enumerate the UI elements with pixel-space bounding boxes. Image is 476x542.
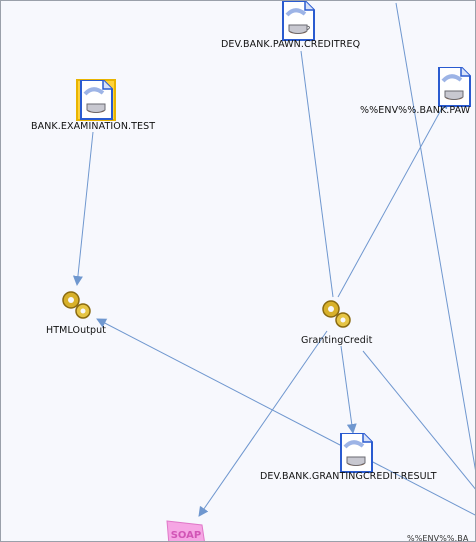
edge-grantingcredit-to-soap[interactable] [198,330,328,517]
node-label: GrantingCredit [301,335,373,346]
node-label: HTMLOutput [46,325,107,336]
node-label: DEV.BANK.GRANTINGCREDIT.RESULT [260,471,437,482]
edge-grantingcredit-to-env-pawn[interactable] [337,98,448,298]
node-label: BANK.EXAMINATION.TEST [31,121,156,132]
node-label: DEV.BANK.PAWN.CREDITREQ [221,39,361,50]
gears-icon [62,291,91,319]
queue-document-icon [340,433,373,473]
soap-label: SOAP [171,530,202,541]
node-label: %%ENV%%.BANK.PAW [360,105,471,116]
queue-document-icon [282,1,315,41]
edge-creditreq-to-grantingcredit[interactable] [300,50,334,298]
gears-icon [322,300,351,328]
edge-bottom-right-to-htmloutput[interactable] [96,318,476,516]
edge-grantingcredit-to-result[interactable] [340,345,357,434]
queue-document-icon [80,80,113,120]
queue-document-icon [438,67,471,107]
edge-examination-to-htmloutput[interactable] [72,131,94,286]
edge-right-vertical[interactable] [395,2,476,479]
soap-icon: SOAP [166,520,205,541]
edge-grantingcredit-to-bottom-right[interactable] [362,350,476,491]
node-label: %%ENV%%.BA [407,534,469,542]
